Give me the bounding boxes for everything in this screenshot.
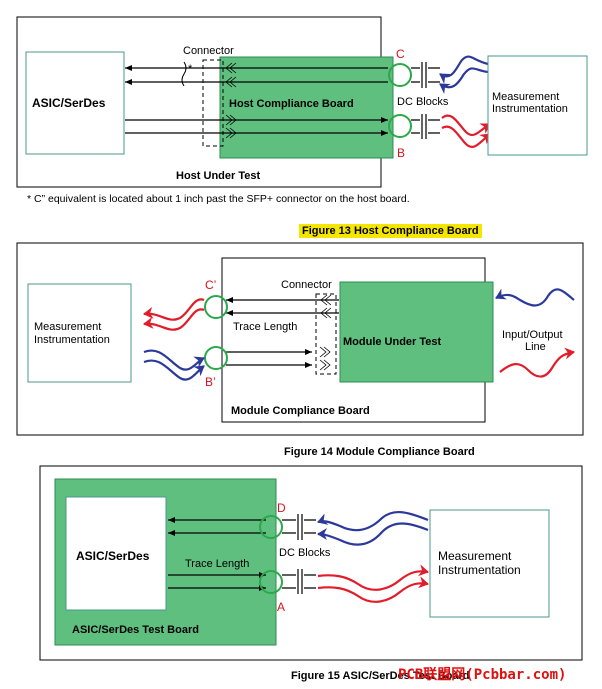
figure-15: ASIC/SerDes ASIC/SerDes Test Board Trace… (39, 465, 583, 661)
test-point-b (388, 114, 412, 138)
signal-red-1 (143, 298, 205, 321)
connector-dashed-box (315, 293, 337, 375)
point-d-label: D (277, 501, 286, 515)
trace-break (181, 61, 187, 87)
measurement-line2: Instrumentation (34, 334, 110, 346)
asterisk-mark: * (188, 63, 193, 75)
module-compliance-frame (16, 242, 584, 436)
test-point-c (388, 63, 412, 87)
signal-blue-1 (317, 511, 429, 532)
host-compliance-board (219, 56, 394, 159)
dc-block-top (282, 514, 316, 540)
io-line2: Line (525, 341, 546, 353)
signal-red-2 (317, 576, 429, 603)
module-under-test (339, 281, 494, 383)
host-under-test-label: Host Under Test (176, 170, 260, 182)
signal-blue-1 (143, 349, 205, 371)
figure-15-caption: Figure 15 ASIC/SerDes Test Board (291, 670, 470, 682)
measurement-box (27, 283, 132, 383)
io-line1: Input/Output (502, 329, 563, 341)
point-b-prime-label: B’ (205, 375, 216, 389)
signal-red-2 (441, 125, 491, 149)
asic-box (25, 51, 125, 155)
measurement-box (487, 55, 588, 156)
trace-length-label: Trace Length (185, 558, 249, 570)
footnote: * C” equivalent is located about 1 inch … (27, 193, 410, 205)
signal-blue-2 (439, 67, 489, 94)
pin-chevrons (225, 62, 237, 139)
point-a-label: A (277, 600, 285, 614)
asic-label: ASIC/SerDes (32, 96, 106, 110)
point-c-prime-label: C’ (205, 278, 216, 292)
asic-label: ASIC/SerDes (76, 549, 150, 563)
asic-box (65, 496, 167, 611)
connector-label: Connector (281, 279, 332, 291)
signal-blue-2 (143, 359, 205, 381)
dc-blocks-label: DC Blocks (397, 96, 449, 108)
measurement-line1: Measurement (492, 91, 559, 103)
measurement-line2: Instrumentation (492, 103, 568, 115)
trace-length-label: Trace Length (233, 321, 297, 333)
point-b-label: B (397, 146, 405, 160)
signal-blue-1 (439, 55, 489, 84)
pin-chevrons (319, 294, 332, 371)
signal-red-1 (441, 114, 491, 137)
figure-13: ASIC/SerDes Host Compliance Board Connec… (16, 16, 588, 205)
signal-red-1 (317, 564, 429, 591)
connector-dashed-box (202, 59, 224, 147)
outer-frame (39, 465, 583, 661)
io-signal-red (499, 347, 575, 378)
host-board-label: Host Compliance Board (229, 98, 354, 110)
dc-block-bottom (282, 569, 316, 594)
signal-blue-2 (317, 522, 429, 546)
point-c-label: C (396, 47, 405, 61)
module-board-label: Module Compliance Board (231, 405, 370, 417)
signal-red-2 (143, 308, 205, 331)
test-point-c-prime (204, 295, 228, 319)
test-point-b-prime (204, 346, 228, 370)
dc-blocks-label: DC Blocks (279, 547, 331, 559)
watermark: PCB联盟网(Pcbbar.com) (398, 667, 567, 683)
figure-14-caption: Figure 14 Module Compliance Board (284, 446, 475, 458)
dc-block-bottom (411, 114, 440, 139)
io-signal-blue (495, 288, 575, 307)
measurement-box (429, 509, 550, 618)
measurement-line1: Measurement (34, 321, 101, 333)
test-point-d (259, 515, 283, 539)
figure-13-caption: Figure 13 Host Compliance Board (299, 224, 482, 238)
figure-14: Measurement Instrumentation Module Under… (16, 242, 584, 436)
module-label: Module Under Test (343, 336, 442, 348)
dc-block-top (411, 62, 440, 88)
connector-label: Connector (183, 45, 234, 57)
test-board-label: ASIC/SerDes Test Board (72, 624, 199, 636)
measurement-line1: Measurement (438, 549, 512, 563)
test-point-a (259, 570, 283, 594)
measurement-line2: Instrumentation (438, 563, 521, 577)
